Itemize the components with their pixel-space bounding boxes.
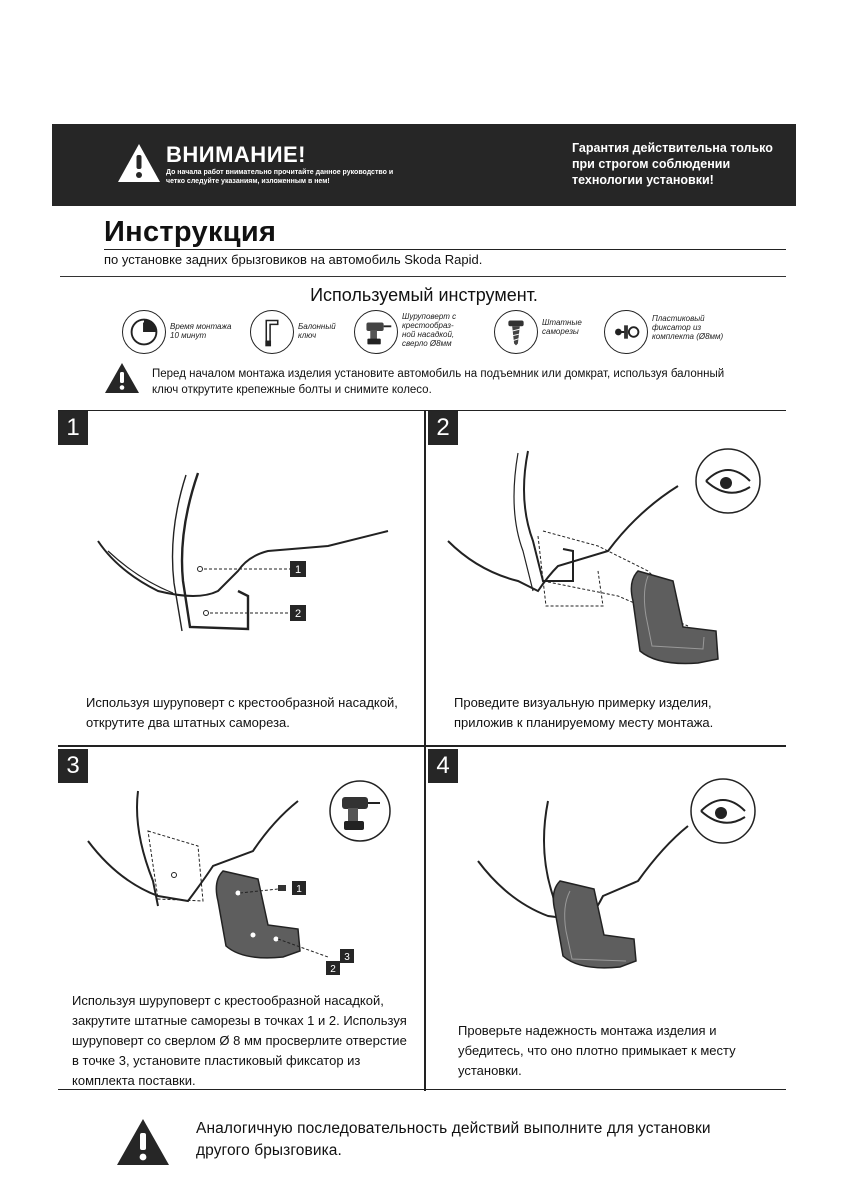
step-2-number: 2 — [428, 411, 458, 445]
footer-note: Аналогичную последовательность действий … — [196, 1120, 711, 1159]
attention-title: ВНИМАНИЕ! — [166, 142, 307, 167]
warning-icon — [105, 363, 139, 393]
step-1-text: Используя шуруповерт с крестообразной на… — [86, 695, 398, 730]
step-2-text: Проведите визуальную примерку изделия, п… — [454, 695, 714, 730]
step-4-text: Проверьте надежность монтажа изделия и у… — [458, 1023, 736, 1078]
tool-label: Балонный ключ — [298, 322, 336, 340]
marker-1-label: 1 — [295, 564, 301, 576]
tool-label: Шуруповерт с крестообраз- ной насадкой, … — [402, 312, 457, 348]
clip-icon — [604, 310, 648, 354]
eye-icon — [705, 469, 751, 494]
wrench-icon — [250, 310, 294, 354]
section-divider — [60, 276, 786, 277]
step-2-illustration — [447, 448, 761, 665]
step-3-illustration: 1 2 3 — [87, 780, 391, 975]
step-1-number: 1 — [58, 411, 88, 445]
step-1-illustration: 1 2 — [97, 472, 389, 632]
page-subtitle: по установке задних брызговиков на автом… — [104, 252, 483, 267]
tools-title: Используемый инструмент. — [310, 285, 538, 305]
step-3-text: Используя шуруповерт с крестообразной на… — [72, 993, 407, 1088]
marker-2-label: 2 — [330, 964, 336, 975]
title-divider — [104, 249, 786, 250]
clock-icon — [122, 310, 166, 354]
tool-label: Время монтажа 10 минут — [170, 322, 232, 340]
eye-icon — [700, 799, 746, 824]
warning-banner: ВНИМАНИЕ! До начала работ внимательно пр… — [52, 124, 796, 206]
marker-3-label: 3 — [344, 952, 350, 963]
screw-icon — [494, 310, 538, 354]
grid-divider-horizontal — [58, 745, 786, 747]
step-3-number: 3 — [58, 749, 88, 783]
step-4-number: 4 — [428, 749, 458, 783]
step-4-illustration — [477, 778, 756, 969]
drill-icon — [342, 797, 380, 830]
warning-icon — [118, 144, 160, 182]
tool-label: Пластиковый фиксатор из комплекта (Ø8мм) — [652, 314, 724, 341]
marker-2-label: 2 — [295, 608, 301, 620]
steps-grid: 1 1 2 Используя шуруповерт с крестообраз… — [58, 410, 786, 1091]
grid-divider-vertical — [424, 411, 426, 1091]
page-title: Инструкция — [104, 216, 277, 248]
drill-icon — [354, 310, 398, 354]
warning-icon — [117, 1119, 169, 1165]
pre-install-warning: Перед началом монтажа изделия установите… — [152, 368, 725, 396]
attention-text: До начала работ внимательно прочитайте д… — [166, 169, 394, 185]
tool-label: Штатные саморезы — [542, 318, 582, 336]
guarantee-text: Гарантия действительна только при строго… — [572, 141, 773, 187]
marker-1-label: 1 — [296, 884, 302, 895]
